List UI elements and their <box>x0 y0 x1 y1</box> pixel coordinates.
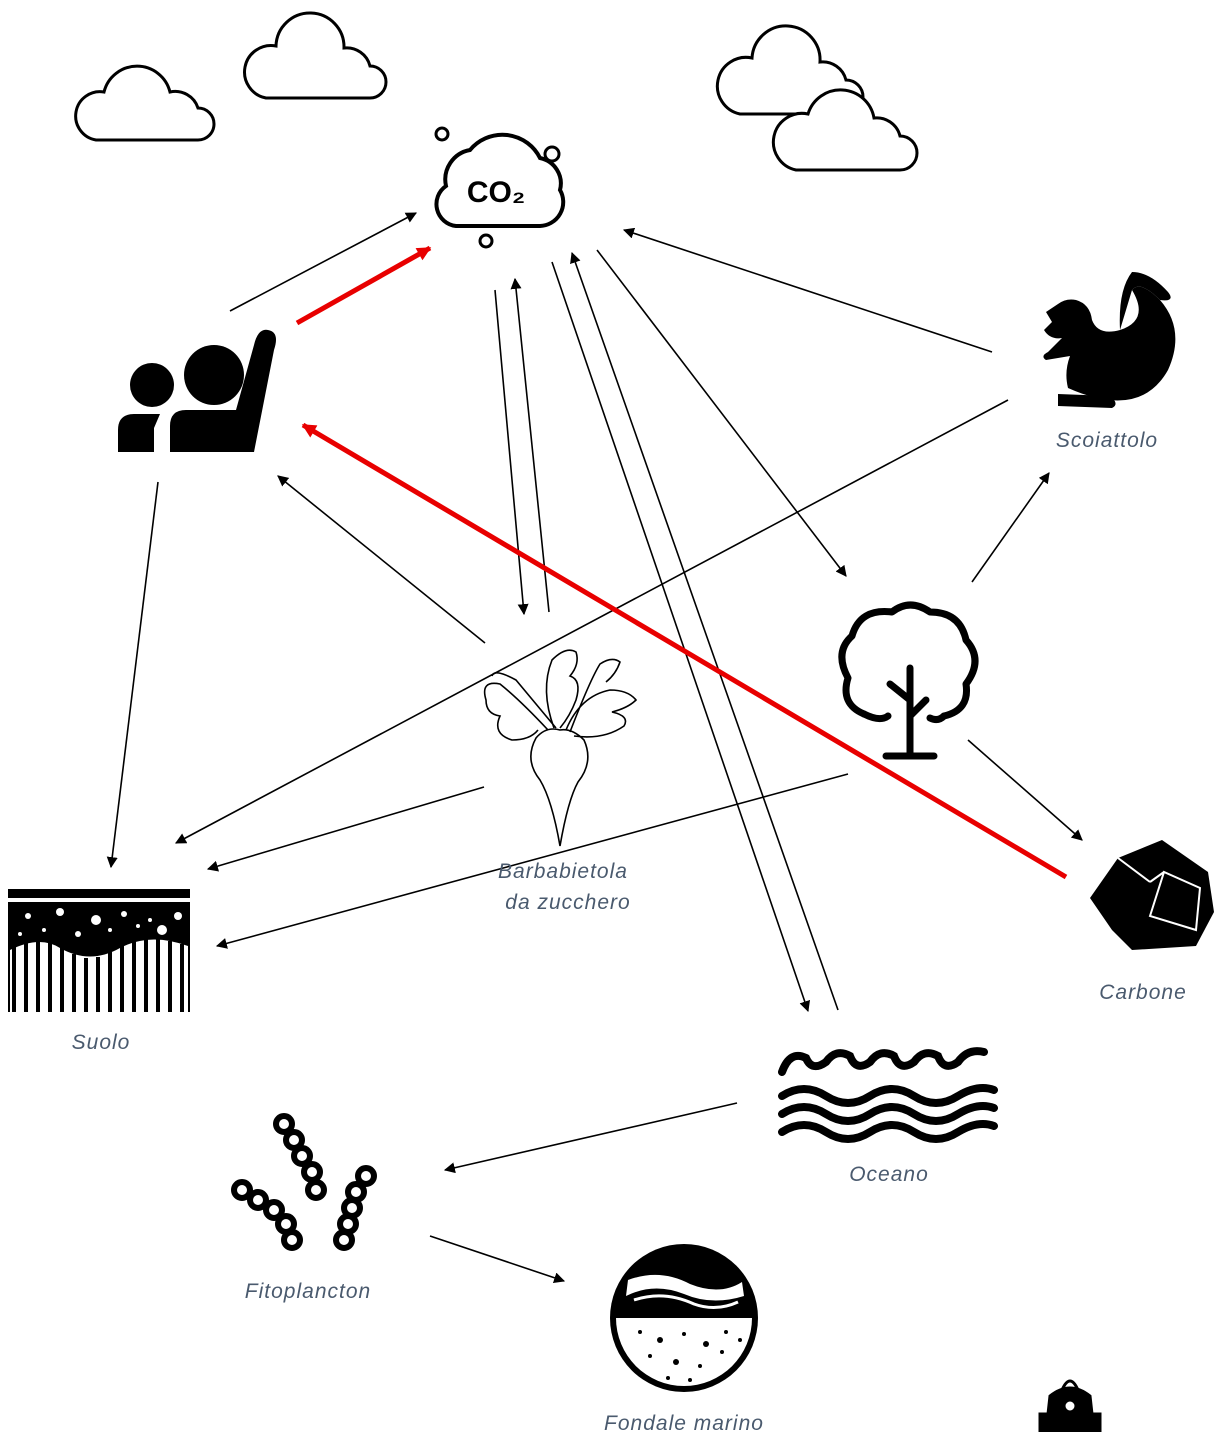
label-phyto: Fitoplancton <box>245 1280 371 1303</box>
arrow-co2-to-ocean <box>551 261 811 1013</box>
arrow-beet-to-co2 <box>510 277 550 613</box>
co2-icon: CO₂ <box>434 126 566 249</box>
arrow-people-to-co2-highlight <box>295 245 432 326</box>
tree-icon <box>838 601 979 760</box>
arrow-phyto-to-seabed <box>429 1235 566 1284</box>
cloud-icon <box>715 24 865 116</box>
seabed-icon <box>610 1244 758 1392</box>
arrow-tree-to-soil <box>215 773 849 949</box>
arrow-beet-to-soil <box>206 786 485 872</box>
label-coal: Carbone <box>1099 981 1187 1004</box>
label-beet-line1: Barbabietola <box>498 860 628 883</box>
arrow-coal-to-people-highlight <box>301 422 1068 880</box>
highlight-arrows <box>295 245 1068 880</box>
squirrel-icon <box>1043 272 1176 408</box>
beet-icon <box>483 649 638 847</box>
cloud-icon <box>771 88 919 172</box>
arrow-squirrel-to-co2 <box>622 227 993 353</box>
arrow-beet-to-people <box>277 475 486 644</box>
phytoplankton-icon <box>231 1113 377 1251</box>
arrow-co2-to-tree <box>596 249 847 577</box>
cloud-icon <box>74 64 216 142</box>
label-soil: Suolo <box>72 1031 131 1054</box>
soil-icon <box>8 889 190 1012</box>
label-ocean: Oceano <box>849 1163 929 1186</box>
arrow-tree-to-coal <box>967 739 1083 841</box>
arrow-ocean-to-phyto <box>443 1102 738 1174</box>
label-seabed: Fondale marino <box>604 1412 764 1432</box>
people-icon <box>118 329 276 452</box>
coat-of-arms-icon <box>1038 1379 1102 1432</box>
arrow-co2-to-beet <box>494 289 529 616</box>
arrow-ocean-to-co2 <box>570 251 839 1011</box>
label-squirrel: Scoiattolo <box>1056 429 1158 452</box>
coal-icon <box>1090 840 1214 950</box>
co2-label: CO₂ <box>467 176 525 209</box>
arrow-squirrel-to-soil <box>175 399 1009 844</box>
cloud-icon <box>243 11 388 100</box>
arrow-tree-to-squirrel <box>971 472 1050 583</box>
flow-arrows <box>106 212 1083 1284</box>
ocean-waves-icon <box>778 1047 998 1143</box>
label-beet-line2: da zucchero <box>505 891 630 914</box>
arrow-people-to-co2 <box>229 212 417 312</box>
arrow-people-to-soil <box>106 481 159 869</box>
